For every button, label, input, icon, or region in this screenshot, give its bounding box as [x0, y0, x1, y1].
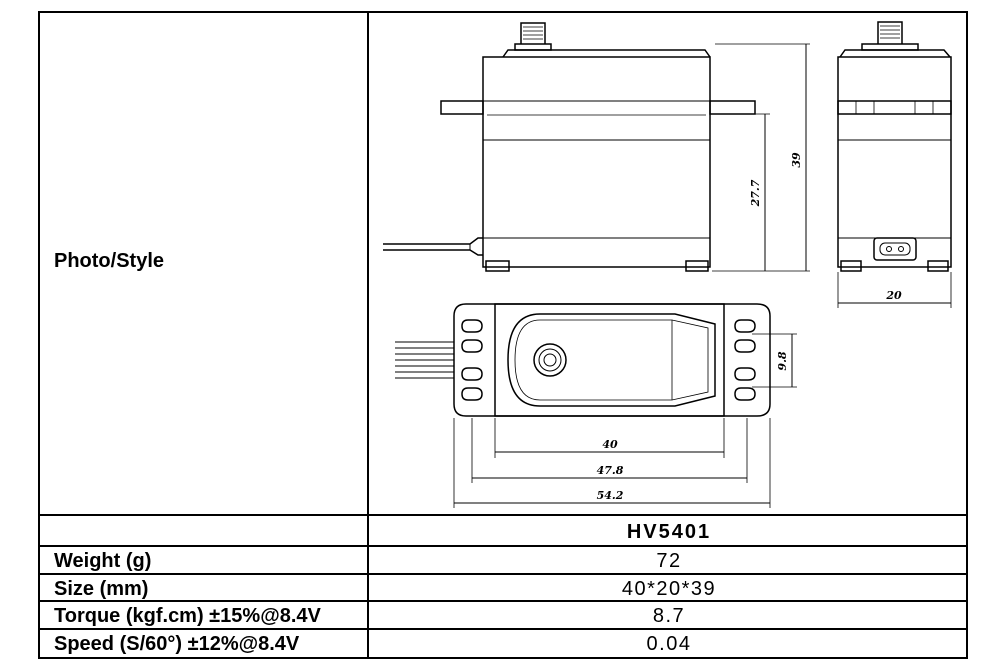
- top-dimensions: [453, 333, 797, 508]
- weight-label: Weight (g): [54, 550, 152, 572]
- dim-length-body: 40: [602, 438, 618, 451]
- dim-hole-spacing: 9.8: [776, 351, 789, 370]
- torque-label: Torque (kgf.cm) ±15%@8.4V: [54, 605, 321, 627]
- table-divider: [38, 628, 968, 630]
- dim-length-total: 54.2: [597, 489, 624, 502]
- speed-value: 0.04: [646, 633, 692, 655]
- dim-height-total: 39: [790, 152, 803, 168]
- servo-front-view: [383, 22, 756, 272]
- photo-style-label: Photo/Style: [54, 250, 165, 272]
- front-dimensions: [712, 43, 810, 272]
- table-divider: [38, 514, 968, 516]
- dim-height-body: 27.7: [749, 179, 762, 207]
- model-name: HV5401: [626, 521, 712, 543]
- torque-value: 8.7: [652, 605, 686, 627]
- table-divider: [38, 600, 968, 602]
- servo-side-view: [837, 21, 952, 272]
- size-label: Size (mm): [54, 578, 149, 600]
- side-dimensions: [837, 272, 952, 308]
- weight-value: 72: [656, 550, 682, 572]
- size-value: 40*20*39: [621, 578, 717, 600]
- dim-length-holes: 47.8: [597, 464, 624, 477]
- speed-label: Speed (S/60°) ±12%@8.4V: [54, 633, 300, 655]
- table-column-divider: [367, 11, 369, 659]
- spec-table: [38, 11, 968, 659]
- dim-width-side: 20: [885, 289, 902, 302]
- servo-top-view: [395, 303, 771, 417]
- table-divider: [38, 545, 968, 547]
- table-divider: [38, 573, 968, 575]
